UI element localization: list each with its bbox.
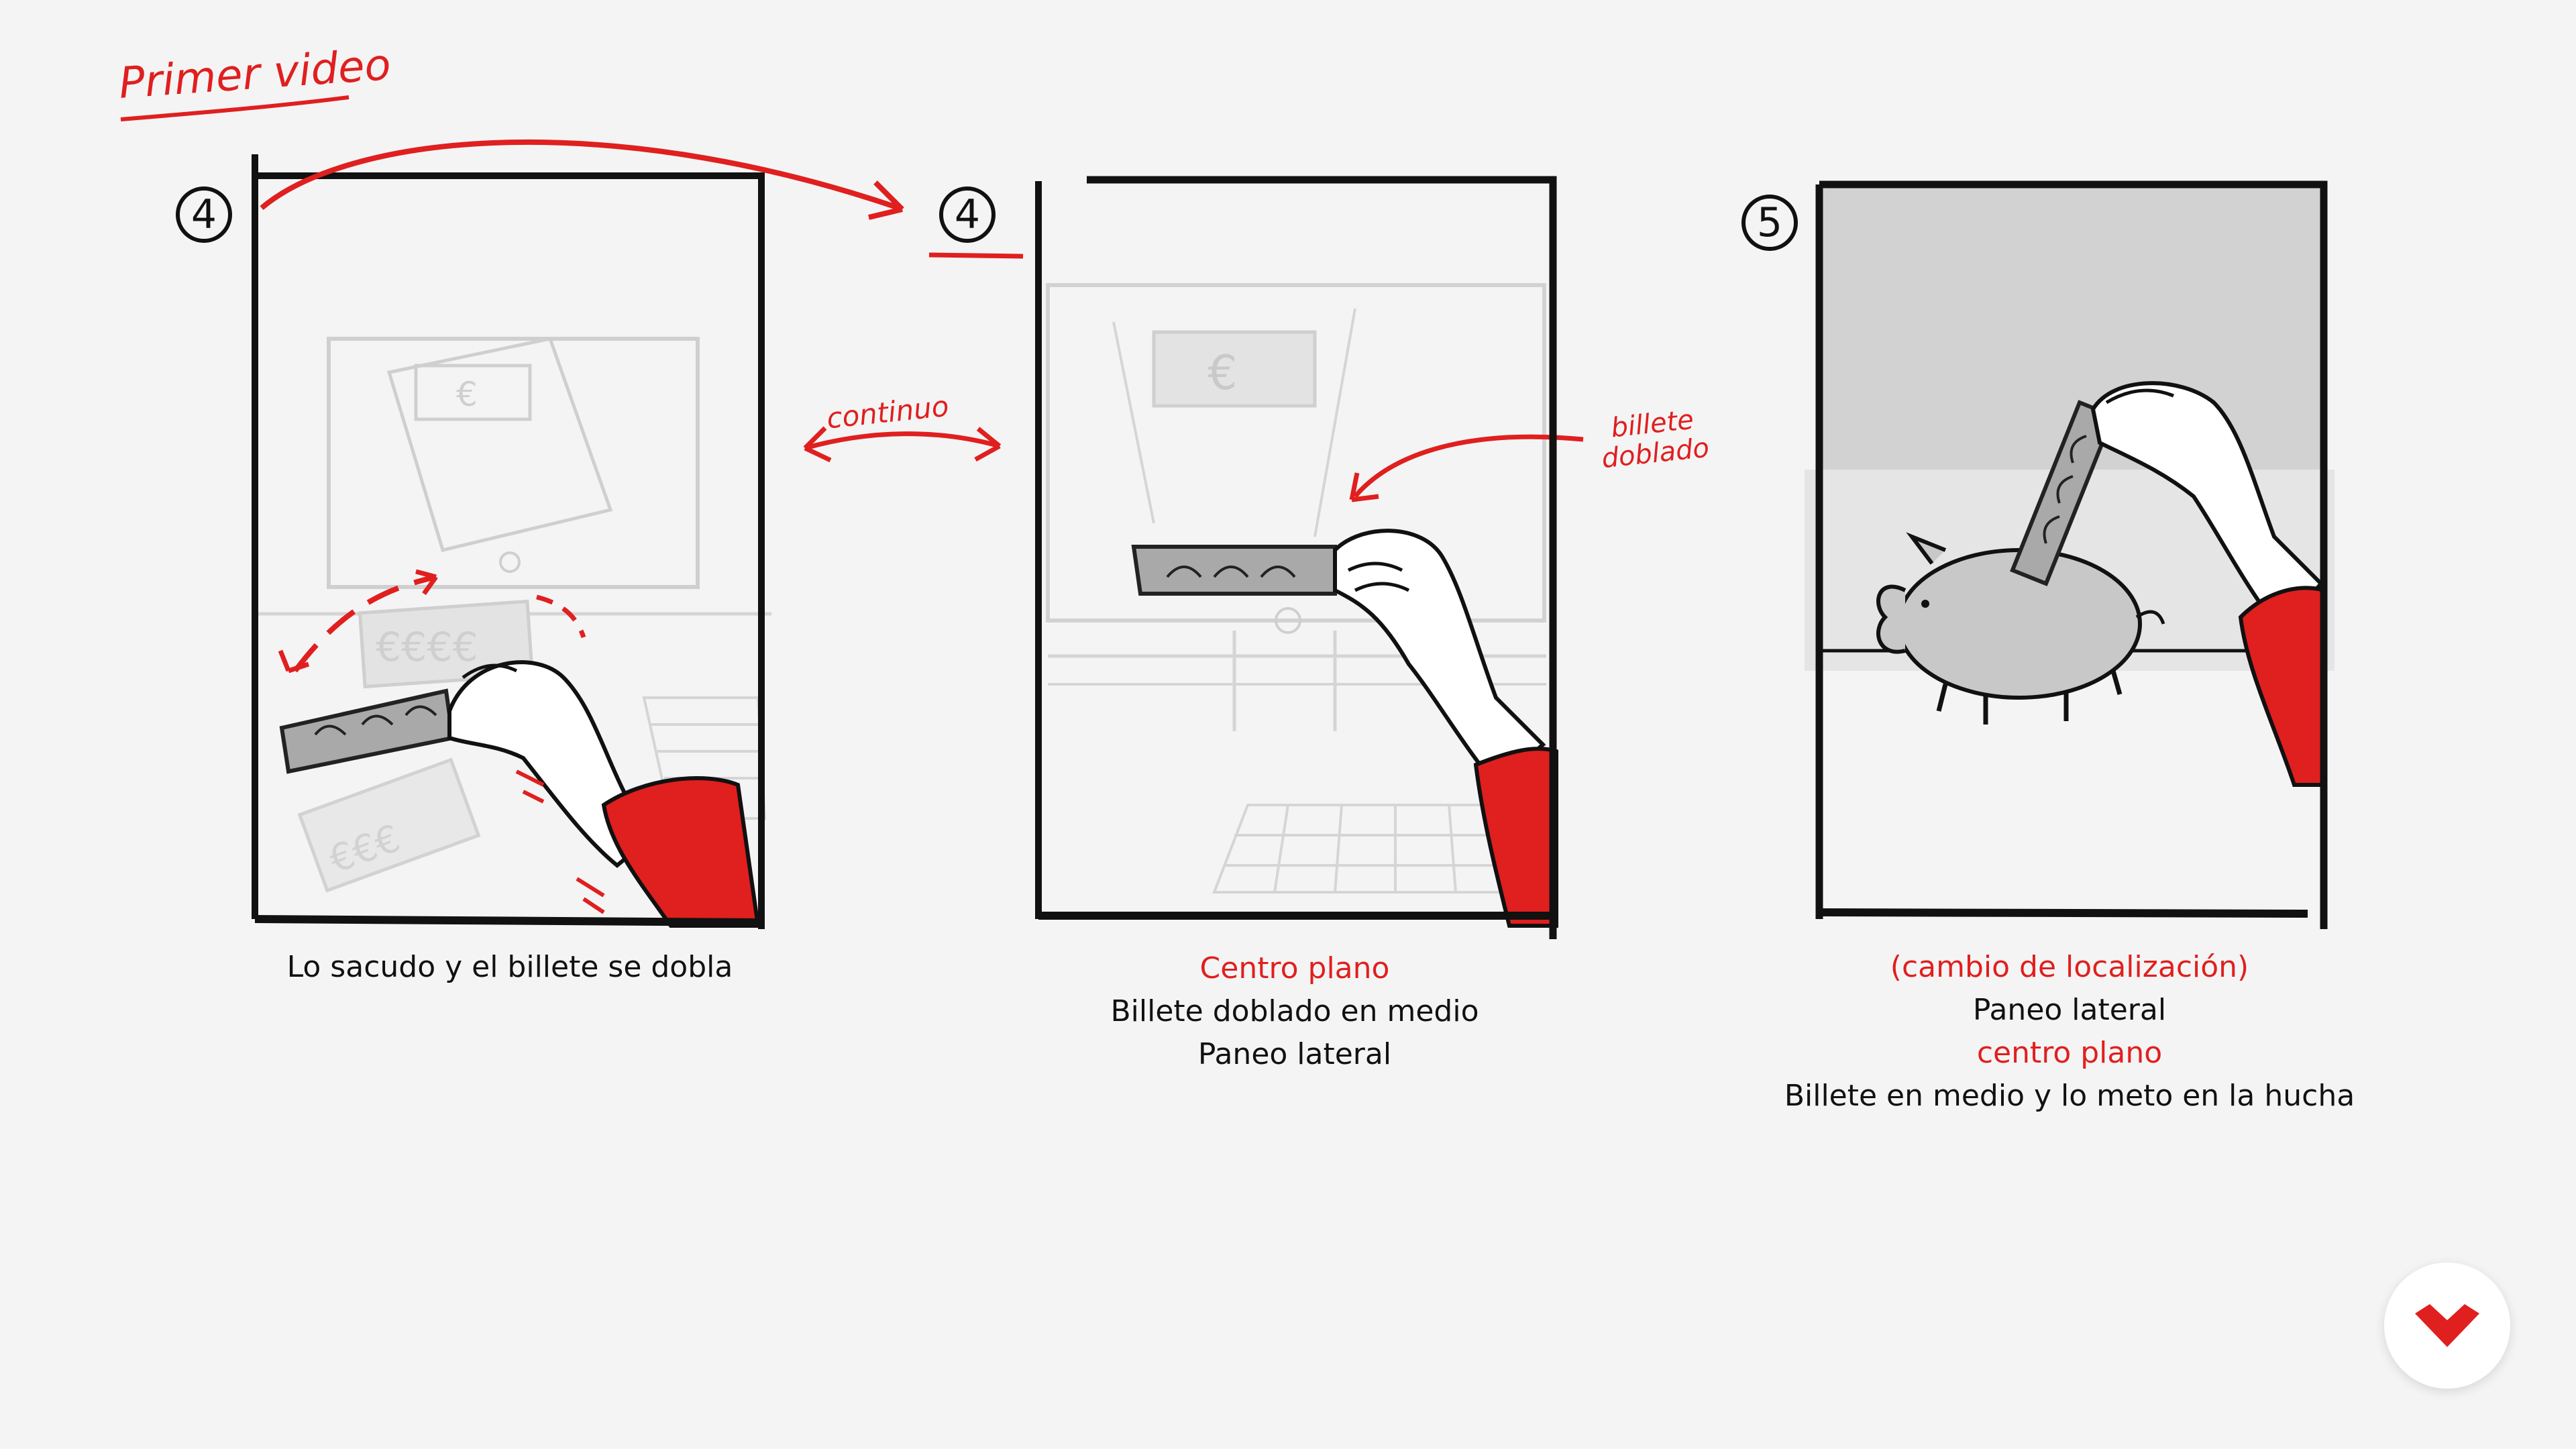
frame-3-number: 5 bbox=[1741, 195, 1798, 251]
caption-line: Paneo lateral bbox=[1197, 1037, 1392, 1071]
frame-1-artwork: € €€€€ €€€ bbox=[252, 154, 771, 929]
caption-line: Billete en medio y lo meto en la hucha bbox=[1784, 1079, 2355, 1113]
billete-doblado-annotation: billete doblado bbox=[1597, 404, 1711, 474]
svg-text:€€€€: €€€€ bbox=[376, 624, 478, 671]
caption-line: (cambio de localización) bbox=[1890, 950, 2249, 984]
continuo-arrow bbox=[804, 431, 1000, 451]
frame-2-number: 4 bbox=[939, 186, 996, 243]
caption-line: Billete doblado en medio bbox=[1110, 994, 1479, 1028]
arrow-frame1-to-frame2 bbox=[260, 139, 900, 211]
caption-line: Centro plano bbox=[1199, 951, 1390, 985]
brand-logo-button[interactable] bbox=[2384, 1263, 2510, 1389]
frame-2-caption: Centro plano Billete doblado en medio Pa… bbox=[986, 947, 1603, 1076]
svg-text:€: € bbox=[456, 375, 478, 414]
frame-3-artwork bbox=[1805, 180, 2334, 929]
frame-1-caption: Lo sacudo y el billete se dobla bbox=[201, 946, 818, 989]
svg-text:€: € bbox=[1208, 345, 1238, 400]
caption-line: Paneo lateral bbox=[1972, 993, 2167, 1027]
frame-3-caption: (cambio de localización) Paneo lateral c… bbox=[1717, 946, 2422, 1118]
frame-1-number: 4 bbox=[176, 186, 232, 243]
brand-chevron-icon bbox=[2415, 1304, 2479, 1347]
caption-line: Lo sacudo y el billete se dobla bbox=[286, 950, 733, 984]
caption-line: centro plano bbox=[1976, 1036, 2163, 1070]
frame-2-artwork: € bbox=[1035, 176, 1584, 939]
piggy-bank-drawing bbox=[1876, 532, 2165, 724]
